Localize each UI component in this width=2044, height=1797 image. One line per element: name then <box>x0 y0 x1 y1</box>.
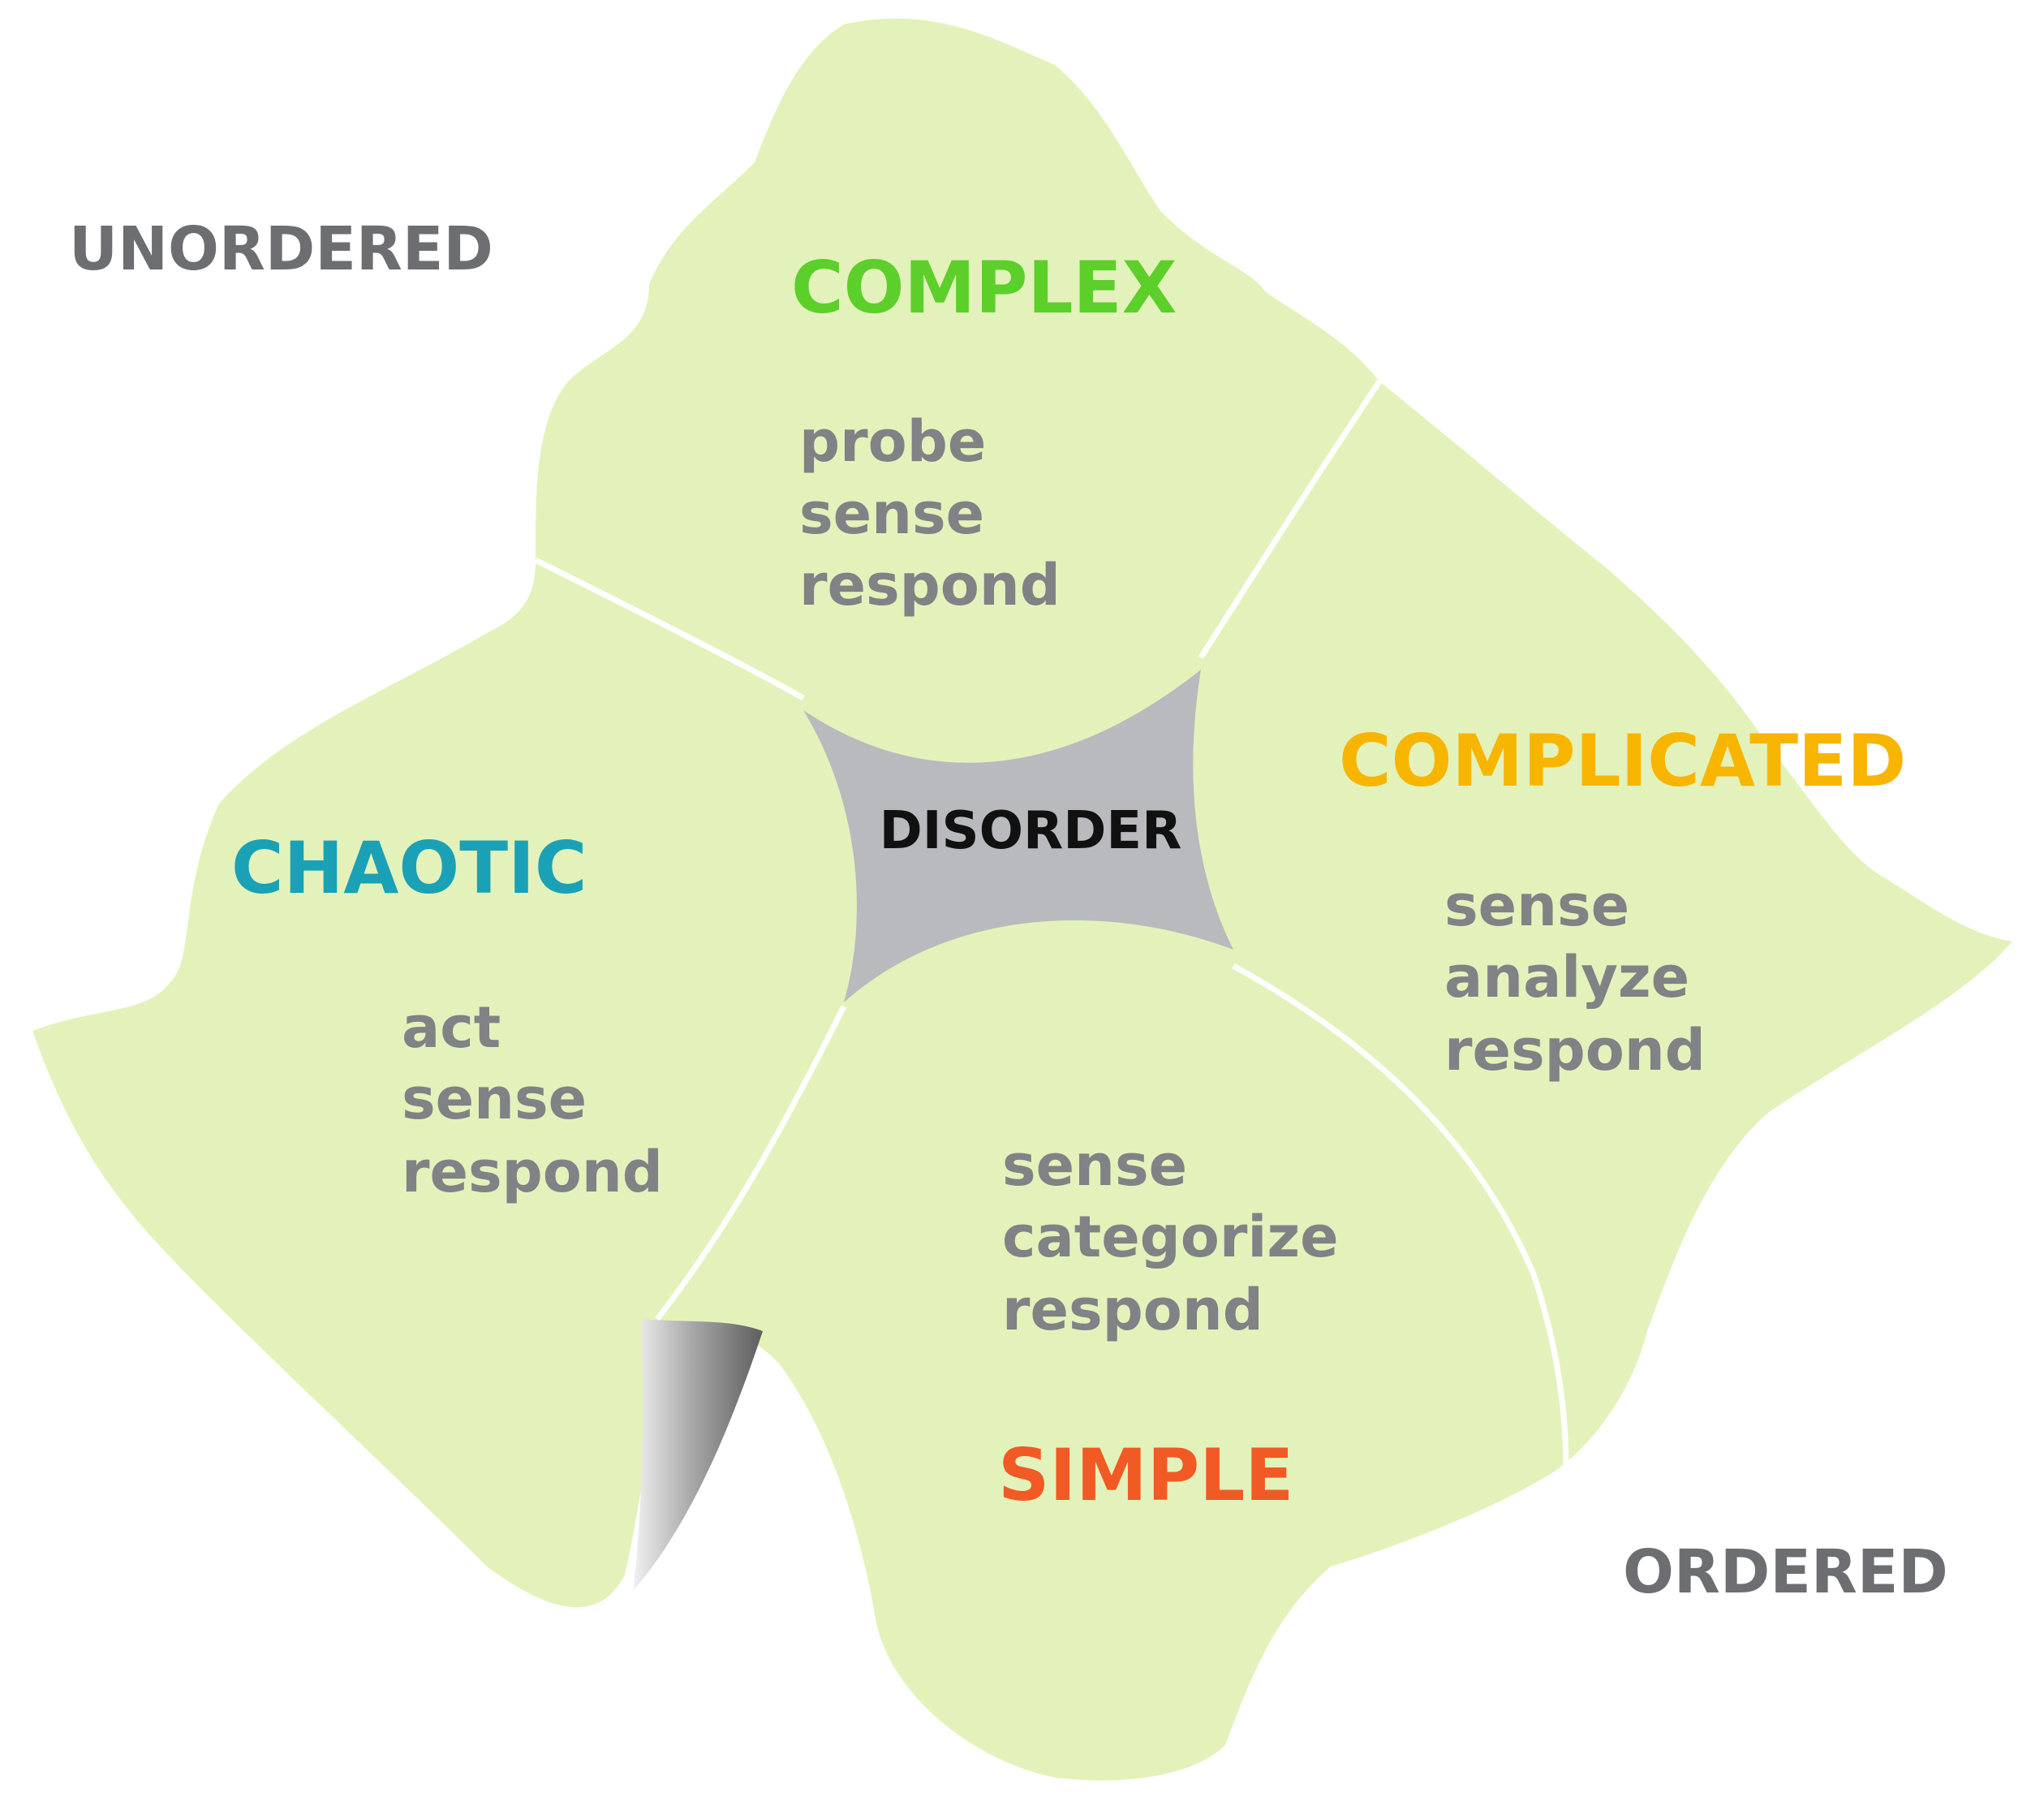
complex-title: COMPLEX <box>791 246 1177 330</box>
chaotic-step-act: act <box>402 994 501 1061</box>
complicated-step-sense: sense <box>1444 873 1629 939</box>
chaotic-step-respond: respond <box>402 1139 663 1205</box>
divider-complex-complicated <box>1198 380 1382 659</box>
chaotic-title: CHAOTIC <box>231 826 587 910</box>
simple-step-sense: sense <box>1002 1132 1187 1199</box>
domain-dividers <box>534 380 1569 1470</box>
complicated-step-respond: respond <box>1444 1017 1706 1084</box>
simple-step-categorize: categorize <box>1002 1204 1339 1270</box>
divider-complex-chaotic <box>534 557 805 701</box>
disorder-label: DISORDER <box>880 801 1182 861</box>
divider-complicated-simple <box>1232 963 1569 1470</box>
simple-title: SIMPLE <box>998 1433 1293 1517</box>
chaotic-step-sense: sense <box>402 1066 587 1132</box>
complex-step-sense: sense <box>799 480 984 547</box>
complicated-title: COMPLICATED <box>1339 719 1906 803</box>
fold-shadow <box>633 1319 763 1591</box>
disorder-region <box>803 670 1233 1002</box>
complex-step-respond: respond <box>799 552 1061 618</box>
ordered-label: ORDERED <box>1623 1537 1948 1607</box>
complicated-step-analyze: analyze <box>1444 944 1689 1011</box>
divider-chaotic-simple <box>655 1005 847 1321</box>
complex-step-probe: probe <box>799 408 986 475</box>
simple-step-respond: respond <box>1002 1277 1263 1343</box>
unordered-label: UNORDERED <box>69 214 493 284</box>
